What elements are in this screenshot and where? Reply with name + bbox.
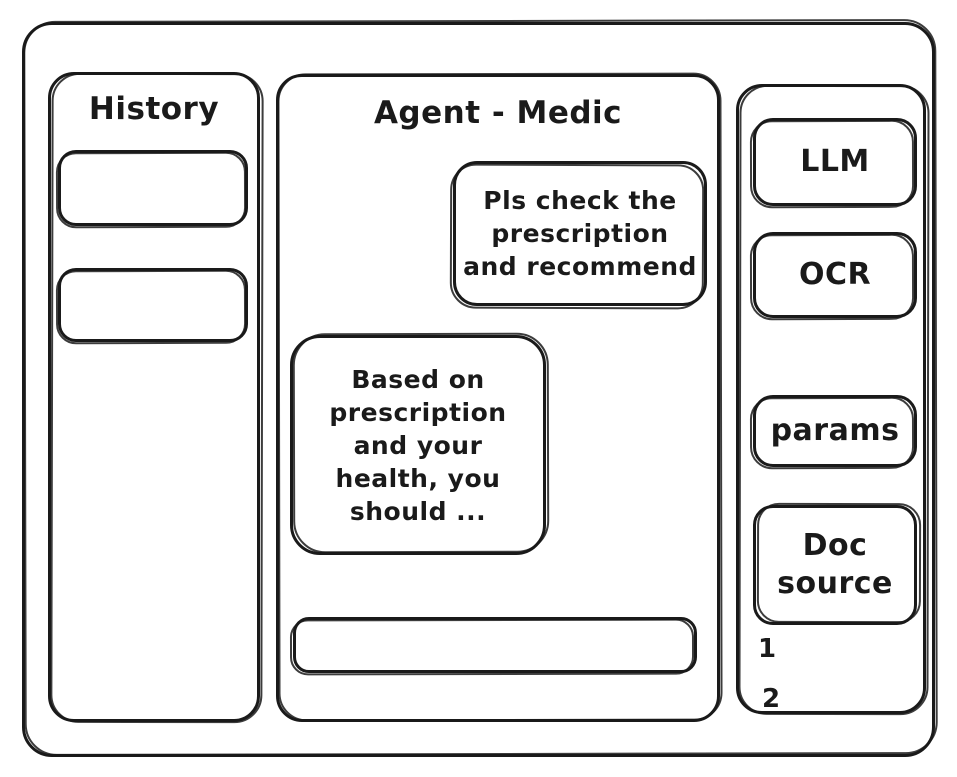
- tools-panel: LLM OCR params Doc source 1 2: [736, 84, 930, 716]
- user-message-line-1: Pls check the: [483, 186, 677, 215]
- agent-title: Agent - Medic: [373, 95, 623, 131]
- history-title: History: [88, 91, 220, 127]
- history-item-1[interactable]: [55, 150, 248, 229]
- tool-card-doc-source[interactable]: Doc source: [753, 502, 922, 625]
- tool-card-doc-source-label: Doc source: [753, 505, 917, 625]
- tool-card-ocr[interactable]: OCR: [749, 232, 917, 321]
- assistant-message-line-5: should ...: [349, 496, 487, 526]
- assistant-message-line-1: Based on: [351, 364, 485, 394]
- tool-card-params[interactable]: params: [749, 395, 917, 470]
- assistant-message-text: Based on prescription and your health, y…: [290, 335, 546, 555]
- assistant-message-line-4: health, you: [335, 463, 501, 493]
- app-window: History Agent - Medic Pls check the pres…: [22, 19, 938, 757]
- doc-source-item-1[interactable]: 1: [758, 634, 777, 664]
- message-input[interactable]: [289, 617, 697, 676]
- user-message-bubble: Pls check the prescription and recommend: [449, 161, 707, 310]
- assistant-message-line-2: prescription: [329, 397, 507, 427]
- user-message-line-3: and recommend: [463, 252, 697, 281]
- assistant-message-bubble: Based on prescription and your health, y…: [290, 332, 550, 555]
- user-message-text: Pls check the prescription and recommend: [453, 161, 707, 306]
- history-panel: History: [48, 72, 264, 724]
- doc-source-item-2[interactable]: 2: [762, 684, 781, 714]
- tool-card-llm-label: LLM: [800, 144, 870, 179]
- user-message-line-2: prescription: [491, 219, 669, 248]
- tool-card-ocr-label: OCR: [798, 257, 872, 292]
- history-item-2-label: [58, 268, 248, 342]
- agent-panel: Agent - Medic Pls check the prescription…: [276, 72, 723, 722]
- message-input-value: [293, 617, 697, 673]
- tool-card-params-label: params: [770, 413, 900, 448]
- history-item-2[interactable]: [55, 268, 248, 345]
- doc-source-line-2: source: [777, 566, 893, 601]
- assistant-message-line-3: and your: [353, 430, 483, 460]
- doc-source-line-1: Doc: [802, 528, 868, 563]
- tool-card-llm[interactable]: LLM: [749, 118, 917, 209]
- history-item-1-label: [58, 150, 248, 226]
